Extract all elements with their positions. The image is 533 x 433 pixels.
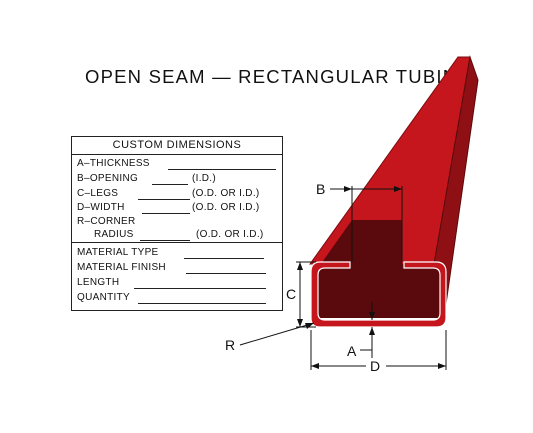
legs-blank <box>138 199 190 200</box>
material-type-blank <box>184 258 264 259</box>
row-label-corner: R–CORNER <box>77 216 136 227</box>
width-blank <box>142 213 190 214</box>
b-arrow-right <box>394 186 402 192</box>
row-label-width: D–WIDTH <box>77 202 125 213</box>
c-arrow-bottom <box>297 319 303 327</box>
c-arrow-top <box>297 262 303 270</box>
opening-blank <box>152 184 188 185</box>
row-label-material-finish: MATERIAL FINISH <box>77 262 166 273</box>
row-label-opening: B–OPENING <box>77 173 139 184</box>
b-arrow-left <box>344 186 352 192</box>
table-divider <box>72 242 282 243</box>
label-r: R <box>225 337 235 353</box>
d-arrow-right <box>438 363 446 369</box>
thickness-blank <box>168 169 276 170</box>
row-suffix-radius: (O.D. OR I.D.) <box>196 229 264 240</box>
row-label-length: LENGTH <box>77 277 120 288</box>
custom-dimensions-table: CUSTOM DIMENSIONS A–THICKNESS B–OPENING … <box>71 136 283 311</box>
row-label-radius: RADIUS <box>94 229 134 240</box>
row-label-legs: C–LEGS <box>77 188 119 199</box>
a-arrow-top <box>369 312 375 320</box>
label-b: B <box>316 181 325 197</box>
label-c: C <box>286 286 296 302</box>
row-suffix-width: (O.D. OR I.D.) <box>192 202 260 213</box>
radius-blank <box>140 240 190 241</box>
quantity-blank <box>138 303 266 304</box>
label-a: A <box>347 343 357 359</box>
material-finish-blank <box>186 273 266 274</box>
page-title: OPEN SEAM — RECTANGULAR TUBING <box>85 66 473 87</box>
table-header: CUSTOM DIMENSIONS <box>72 137 282 155</box>
label-d: D <box>370 358 380 374</box>
row-suffix-legs: (O.D. OR I.D.) <box>192 188 260 199</box>
r-arrow <box>305 323 314 329</box>
tube-inner-dark <box>318 220 440 318</box>
row-label-material-type: MATERIAL TYPE <box>77 247 159 258</box>
length-blank <box>134 288 266 289</box>
a-arrow-bottom <box>369 327 375 335</box>
row-label-thickness: A–THICKNESS <box>77 158 150 169</box>
row-label-quantity: QUANTITY <box>77 292 130 303</box>
r-leader <box>239 322 315 346</box>
row-suffix-opening: (I.D.) <box>192 173 217 184</box>
d-arrow-left <box>311 363 319 369</box>
